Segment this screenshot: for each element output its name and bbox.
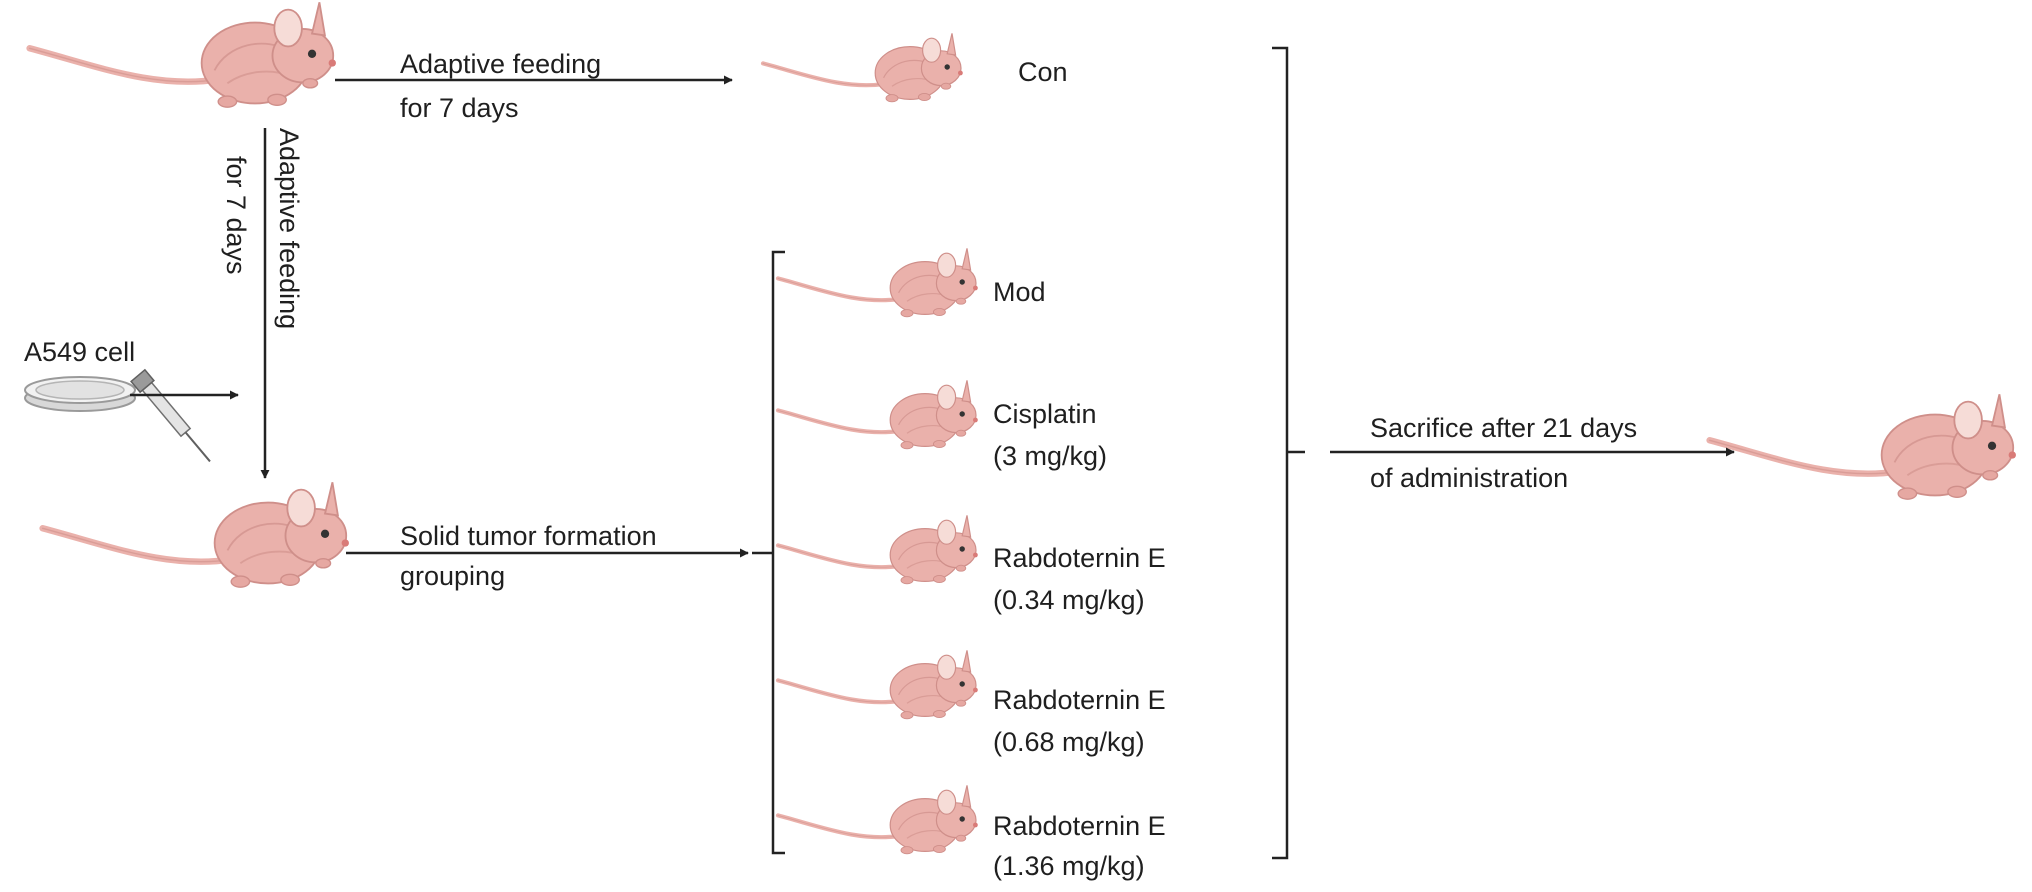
group-label-mod: Mod: [993, 277, 1046, 307]
group-dose-rabdoternin-high: (1.36 mg/kg): [993, 851, 1145, 881]
nude-mouse-icon: [43, 482, 349, 587]
group-label-rabdoternin-low: Rabdoternin E: [993, 543, 1166, 573]
a549-cell-label: A549 cell: [24, 337, 136, 367]
petri-dish-icon: [24, 376, 136, 412]
top-arrow-label-line2: for 7 days: [400, 93, 519, 123]
nude-mouse-icon: [763, 33, 963, 101]
group-dose-rabdoternin-low: (0.34 mg/kg): [993, 585, 1145, 615]
vertical-arrow-label-line2: for 7 days: [221, 156, 251, 275]
grouping-label-line1: Solid tumor formation: [400, 521, 657, 551]
nude-mouse-icon: [1710, 394, 2016, 499]
group-dose-rabdoternin-mid: (0.68 mg/kg): [993, 727, 1145, 757]
nude-mouse-icon: [778, 650, 978, 718]
nude-mouse-icon: [778, 785, 978, 853]
group-label-rabdoternin-mid: Rabdoternin E: [993, 685, 1166, 715]
group-label-rabdoternin-high: Rabdoternin E: [993, 811, 1166, 841]
all-groups-bracket: [1272, 46, 1289, 860]
nude-mouse-icon: [778, 515, 978, 583]
grouping-label-line2: grouping: [400, 561, 506, 591]
syringe-icon: [130, 368, 211, 463]
nude-mouse-icon: [30, 2, 336, 107]
sacrifice-label-line1: Sacrifice after 21 days: [1370, 413, 1638, 443]
sacrifice-label-line2: of administration: [1370, 463, 1569, 493]
vertical-arrow-label-line1: Adaptive feeding: [274, 128, 304, 330]
nude-mouse-icon: [778, 380, 978, 448]
group-dose-cisplatin: (3 mg/kg): [993, 441, 1108, 471]
group-label-cisplatin: Cisplatin: [993, 399, 1097, 429]
group-label-con: Con: [1018, 57, 1068, 87]
treatment-groups-bracket: [771, 250, 785, 855]
nude-mouse-icon: [778, 248, 978, 316]
top-arrow-label-line1: Adaptive feeding: [400, 49, 602, 79]
